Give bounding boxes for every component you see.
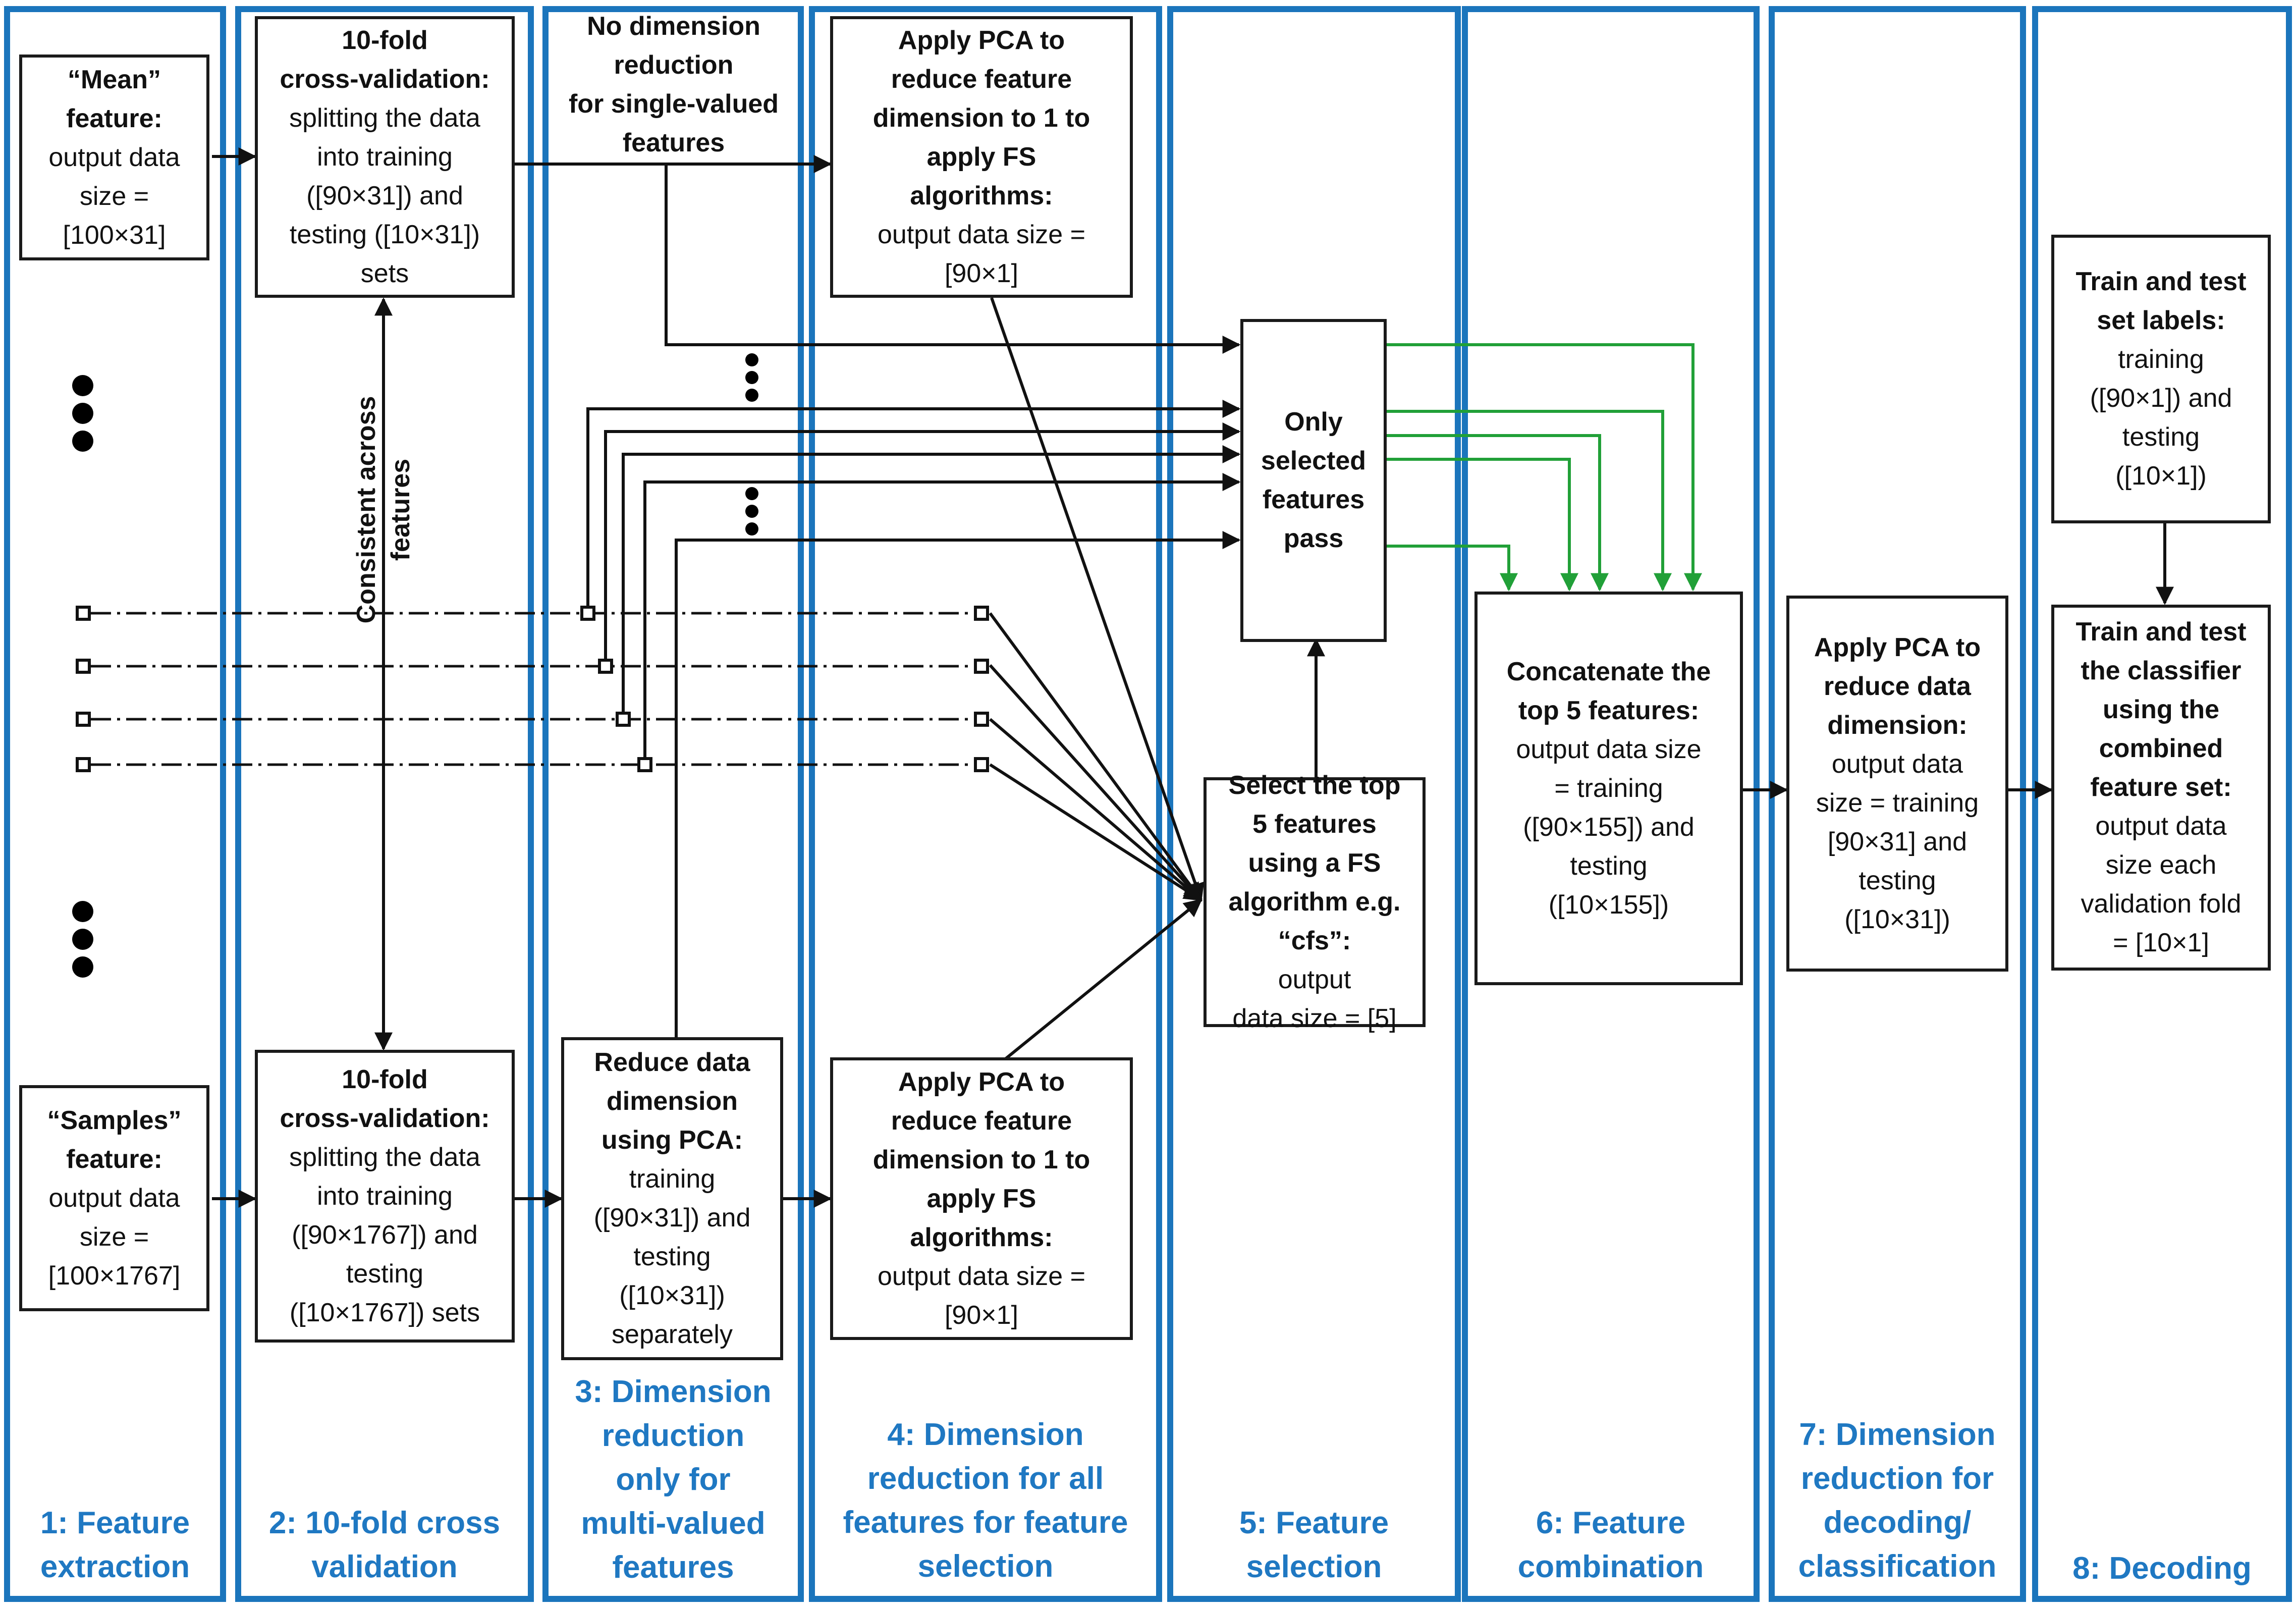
stage-feature-extraction: 1: Feature extraction [4,6,226,1602]
stage-decoding: 8: Decoding [2032,6,2292,1602]
junction-square [974,712,989,727]
consistent-label-text: Consistent across features [352,396,415,624]
ellipsis-dot [72,929,93,950]
junction-square [580,606,595,621]
select-top5-box: Select the top 5 features using a FS alg… [1204,771,1426,1033]
box-heading: Train and test set labels: [2075,267,2247,335]
ellipsis-dot [745,389,758,402]
junction-square [974,606,989,621]
reduce-pca-box: Reduce data dimension using PCA: trainin… [561,1037,783,1360]
ellipsis-dot [72,431,93,452]
ellipsis-dot [745,522,758,535]
box-heading: Apply PCA to reduce feature dimension to… [872,1067,1090,1252]
stage-title: 7: Dimension reduction for decoding/ cla… [1798,1417,1997,1584]
junction-square [616,712,631,727]
box-text: output data size = [100×1767] [48,1183,181,1291]
ellipsis-dot [72,375,93,396]
box-heading: Train and test the classifier using the … [2075,617,2247,802]
stage-title: 1: Feature extraction [40,1506,190,1584]
junction-square [76,659,91,674]
only-selected-box: Only selected features pass [1240,319,1387,642]
pca-fs-bottom-box: Apply PCA to reduce feature dimension to… [830,1057,1133,1340]
junction-square [598,659,613,674]
stage-cross-validation: 2: 10-fold cross validation [235,6,534,1602]
stage-title: 3: Dimension reduction only for multi-va… [575,1374,772,1585]
ellipsis-dot [745,505,758,518]
ellipsis-dot [745,487,758,500]
box-heading: Concatenate the top 5 features: [1506,657,1711,725]
ellipsis-dot [72,901,93,922]
box-heading: 10-fold cross-validation: [280,1064,490,1133]
ellipsis-dot [72,403,93,424]
box-heading: 10-fold cross-validation: [280,25,490,94]
samples-feature-box: “Samples” feature: output data size = [1… [19,1085,209,1311]
stage-title: 4: Dimension reduction for all features … [843,1417,1128,1584]
box-heading: Apply PCA to reduce data dimension: [1814,632,1981,740]
ellipsis-dot [72,956,93,978]
junction-square [974,659,989,674]
mean-feature-box: “Mean” feature: output data size = [100×… [19,55,209,260]
junction-square [76,712,91,727]
stage-title: 6: Feature combination [1517,1506,1704,1584]
box-text: output data size = [100×31] [48,142,180,250]
cv-bottom-box: 10-fold cross-validation: splitting the … [255,1050,515,1343]
box-heading: Reduce data dimension using PCA: [594,1048,750,1155]
pca-fs-top-box: Apply PCA to reduce feature dimension to… [830,16,1133,298]
box-text: output data size = [90×1] [878,220,1085,288]
labels-box: Train and test set labels: training ([90… [2051,235,2271,523]
box-text: splitting the data into training ([90×17… [289,1142,480,1327]
junction-square [974,757,989,772]
box-text: output data size = [90×1] [878,1261,1085,1330]
box-heading: Apply PCA to reduce feature dimension to… [872,25,1090,210]
stage-title: 2: 10-fold cross validation [268,1506,501,1584]
box-heading: “Samples” feature: [47,1105,182,1174]
box-heading: “Mean” feature: [66,65,162,133]
box-heading: Only selected features pass [1261,407,1366,553]
junction-square [637,757,652,772]
concatenate-box: Concatenate the top 5 features: output d… [1474,592,1743,985]
box-text: training ([90×31]) and testing ([10×31])… [593,1164,751,1349]
no-reduction-label: No dimension reduction for single-valued… [568,12,779,157]
classifier-box: Train and test the classifier using the … [2051,605,2271,971]
ellipsis-dot [745,371,758,384]
junction-square [76,757,91,772]
box-text: output data size = [5] [1232,965,1397,1033]
cv-top-box: 10-fold cross-validation: splitting the … [255,16,515,298]
junction-square [76,606,91,621]
ellipsis-dot [745,353,758,366]
box-heading: Select the top 5 features using a FS alg… [1228,771,1401,955]
box-text: training ([90×1]) and testing ([10×1]) [2090,345,2232,491]
box-text: output data size = training ([90×155]) a… [1516,734,1702,920]
stage-feature-combination: 6: Feature combination [1462,6,1760,1602]
stage-dimension-reduction-fs: 4: Dimension reduction for all features … [809,6,1162,1602]
box-text: output data size = training [90×31] and … [1816,749,1979,934]
stage-title: 8: Decoding [2072,1551,2252,1586]
stage-dimension-reduction-decoding: 7: Dimension reduction for decoding/ cla… [1769,6,2026,1602]
pca-decoding-box: Apply PCA to reduce data dimension: outp… [1786,596,2008,972]
box-text: output data size each validation fold = … [2081,812,2242,957]
stage-feature-selection: 5: Feature selection [1167,6,1461,1602]
stage-title: 5: Feature selection [1239,1506,1389,1584]
box-text: splitting the data into training ([90×31… [289,103,480,288]
